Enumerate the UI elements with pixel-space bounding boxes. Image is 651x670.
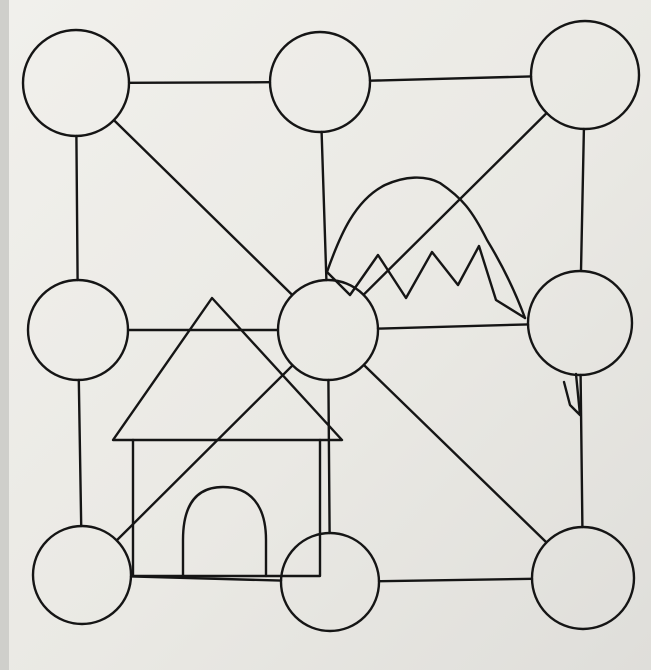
edge-bottom-center-to-bottom-right bbox=[379, 579, 532, 581]
edge-top-right-to-middle-right bbox=[581, 129, 584, 271]
house-roof bbox=[113, 298, 342, 440]
circle-nodes bbox=[23, 21, 639, 631]
edge-top-center-to-center bbox=[322, 132, 327, 280]
circle-node-bottom-center[interactable] bbox=[281, 533, 379, 631]
edge-center-to-middle-right bbox=[378, 324, 528, 328]
circle-node-middle-left[interactable] bbox=[28, 280, 128, 380]
edge-center-to-bottom-center bbox=[328, 380, 329, 533]
edge-top-right-to-center bbox=[364, 113, 547, 295]
circle-node-top-right[interactable] bbox=[531, 21, 639, 129]
circle-node-top-center[interactable] bbox=[270, 32, 370, 132]
edge-top-left-to-middle-left bbox=[76, 136, 77, 280]
circle-node-middle-right[interactable] bbox=[528, 271, 632, 375]
mountain-lower-slope bbox=[564, 374, 580, 415]
house-drawing bbox=[113, 298, 342, 576]
circle-node-bottom-right[interactable] bbox=[532, 527, 634, 629]
mountain-snowline bbox=[327, 246, 525, 318]
connector-lines bbox=[76, 76, 584, 581]
edge-top-center-to-top-right bbox=[370, 76, 531, 80]
circle-node-top-left[interactable] bbox=[23, 30, 129, 136]
circle-node-center[interactable] bbox=[278, 280, 378, 380]
house-walls bbox=[133, 440, 320, 576]
edge-middle-left-to-bottom-left bbox=[79, 380, 81, 526]
edge-middle-right-to-bottom-right bbox=[581, 375, 583, 527]
edge-center-to-bottom-right bbox=[364, 365, 547, 543]
edge-center-to-bottom-left bbox=[117, 365, 293, 540]
edge-top-left-to-top-center bbox=[129, 82, 270, 83]
circle-node-bottom-left[interactable] bbox=[33, 526, 131, 624]
edge-top-left-to-center bbox=[114, 120, 292, 295]
house-door bbox=[183, 487, 266, 576]
